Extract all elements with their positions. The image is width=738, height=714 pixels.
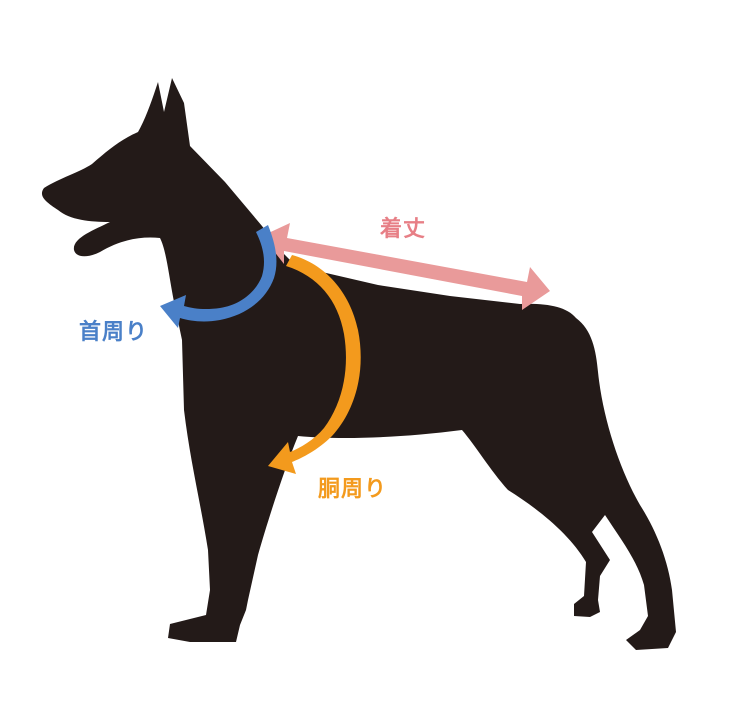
chest-arrow	[268, 255, 361, 474]
length-label: 着丈	[380, 217, 427, 242]
chest-circumference-label: 胴周り	[318, 477, 388, 502]
neck-arrow	[160, 225, 277, 328]
neck-circumference-label: 首周り	[79, 320, 149, 345]
length-arrow	[262, 223, 550, 310]
